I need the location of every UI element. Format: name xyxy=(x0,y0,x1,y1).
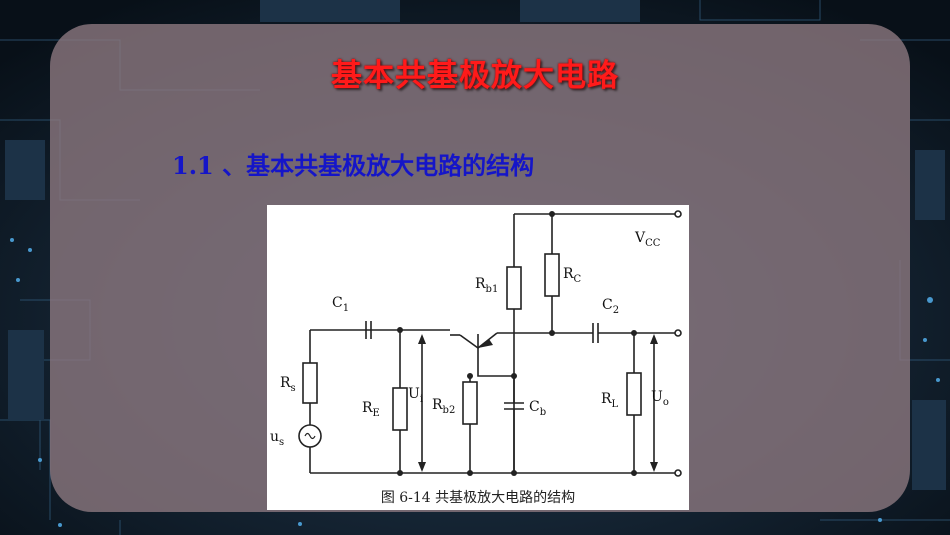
label-rl: RL xyxy=(601,391,619,410)
label-ui: Ui xyxy=(408,386,423,405)
label-re: RE xyxy=(362,400,380,419)
common-base-amplifier-schematic: VCC Rb1 RC C1 C2 Rs RE Ui Rb2 Cb RL Uo u… xyxy=(270,210,682,477)
section-heading: 1.1 、基本共基极放大电路的结构 xyxy=(172,151,535,180)
label-uo: Uo xyxy=(651,389,669,408)
circuit-figure: VCC Rb1 RC C1 C2 Rs RE Ui Rb2 Cb RL Uo u… xyxy=(267,205,689,510)
label-c1: C1 xyxy=(332,295,349,314)
label-rc: RC xyxy=(563,266,582,285)
slide-title: 基本共基极放大电路 xyxy=(331,58,619,94)
label-rb2: Rb2 xyxy=(432,397,455,416)
figure-caption: 图 6-14 共基极放大电路的结构 xyxy=(380,490,576,506)
label-vcc: VCC xyxy=(634,230,661,249)
label-c2: C2 xyxy=(602,297,619,316)
label-us: us xyxy=(270,429,284,448)
label-rb1: Rb1 xyxy=(475,276,498,295)
label-rs: Rs xyxy=(280,375,296,394)
label-cb: Cb xyxy=(529,399,546,418)
